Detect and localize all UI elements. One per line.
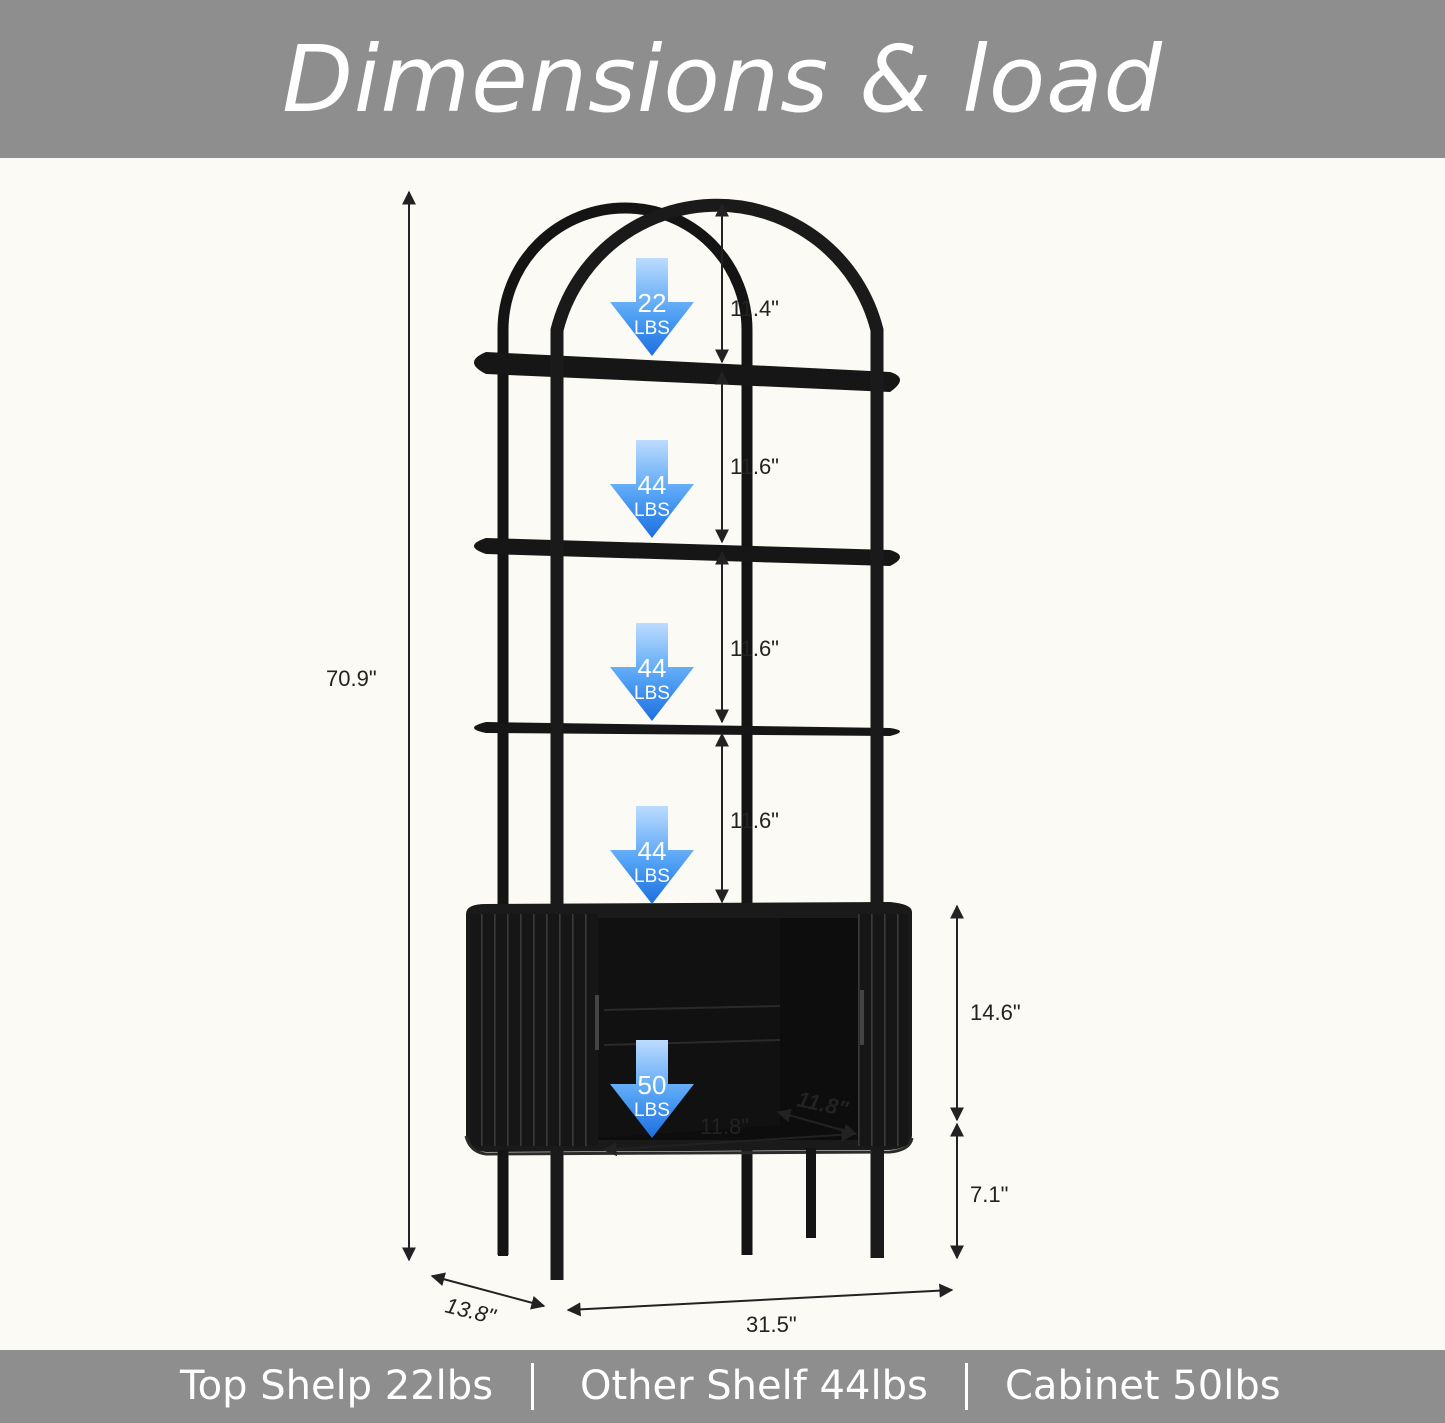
dim-gap-4: 11.6"	[730, 808, 779, 833]
dim-line-depth	[430, 1272, 546, 1310]
footer-divider	[965, 1363, 968, 1410]
load-unit: LBS	[634, 1100, 670, 1121]
leg-front-right	[872, 1148, 884, 1258]
load-arrow-cabinet: 50 LBS	[610, 1040, 694, 1138]
dim-cabinet-height: 14.6"	[970, 1000, 1021, 1025]
load-value: 44	[638, 836, 667, 866]
dim-gap-3: 11.6"	[730, 636, 779, 661]
dim-width: 31.5"	[746, 1312, 797, 1337]
load-value: 44	[638, 470, 667, 500]
load-unit: LBS	[634, 866, 670, 887]
load-value: 22	[638, 288, 667, 318]
load-arrow-shelf-4: 44 LBS	[610, 806, 694, 904]
load-unit: LBS	[634, 318, 670, 339]
leg-rear-right	[806, 1148, 816, 1238]
load-value: 50	[638, 1070, 667, 1100]
shelf-3	[474, 722, 900, 736]
load-arrow-shelf-2: 44 LBS	[610, 440, 694, 538]
shelf-top	[474, 352, 900, 392]
dim-gap-2: 11.6"	[730, 454, 779, 479]
header-banner: Dimensions & load	[0, 0, 1445, 158]
load-arrow-top: 22 LBS	[610, 258, 694, 356]
dim-total-height: 70.9"	[326, 666, 377, 691]
dim-line-width	[566, 1283, 954, 1317]
dim-depth: 13.8"	[443, 1293, 499, 1330]
load-value: 44	[638, 653, 667, 683]
footer-item-cabinet: Cabinet 50lbs	[1005, 1363, 1281, 1409]
leg-front-left	[551, 1150, 563, 1280]
footer-banner: Top Shelp 22lbs Other Shelf 44lbs Cabine…	[0, 1350, 1445, 1423]
load-unit: LBS	[634, 683, 670, 704]
dim-leg-height: 7.1"	[970, 1182, 1008, 1207]
footer-divider	[531, 1363, 534, 1410]
dim-inner-width: 11.8"	[700, 1114, 749, 1139]
page-title: Dimensions & load	[282, 25, 1163, 133]
footer-item-other-shelf: Other Shelf 44lbs	[580, 1363, 928, 1409]
rear-arch-frame	[497, 202, 753, 1255]
load-arrow-shelf-3: 44 LBS	[610, 623, 694, 721]
footer-item-top-shelf: Top Shelp 22lbs	[180, 1363, 494, 1409]
dim-gap-top: 11.4"	[730, 296, 779, 321]
shelf-2	[474, 538, 900, 566]
leg-rear-left	[498, 1150, 508, 1256]
load-unit: LBS	[634, 500, 670, 521]
dim-line-inner-depth	[776, 1108, 858, 1138]
